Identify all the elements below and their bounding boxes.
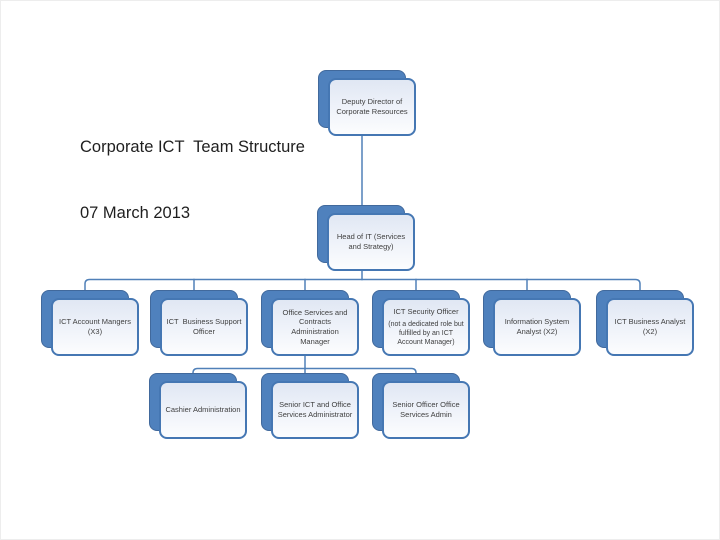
- node-label: Head of IT (Services and Strategy): [336, 232, 408, 251]
- node-label: ICT Business Analyst (X2): [614, 317, 688, 336]
- org-node-head-of-it: Head of IT (Services and Strategy): [317, 205, 415, 271]
- node-label: Information System Analyst (X2): [504, 317, 571, 336]
- node-face: Head of IT (Services and Strategy): [327, 213, 415, 271]
- node-face: Cashier Administration: [159, 381, 247, 439]
- node-face: ICT Account Mangers (X3): [51, 298, 139, 356]
- node-label: Senior ICT and Office Services Administr…: [277, 400, 354, 419]
- node-face: Office Services and Contracts Administra…: [271, 298, 359, 356]
- org-node-senior-officer-office-services-admin: Senior Officer Office Services Admin: [372, 373, 470, 439]
- node-label: ICT Account Mangers (X3): [59, 317, 134, 336]
- org-node-deputy-director: Deputy Director of Corporate Resources: [318, 70, 416, 136]
- node-label: ICT Business Support Officer: [166, 317, 244, 336]
- node-face: Information System Analyst (X2): [493, 298, 581, 356]
- node-label: Senior Officer Office Services Admin: [392, 400, 462, 419]
- org-node-information-system-analyst: Information System Analyst (X2): [483, 290, 581, 356]
- node-note: (not a dedicated role but fulfilled by a…: [388, 320, 466, 346]
- node-face: ICT Security Officer (not a dedicated ro…: [382, 298, 470, 356]
- org-node-ict-business-support-officer: ICT Business Support Officer: [150, 290, 248, 356]
- org-node-ict-account-managers: ICT Account Mangers (X3): [41, 290, 139, 356]
- slide-title-line-1: Corporate ICT Team Structure: [80, 138, 305, 156]
- node-face: ICT Business Support Officer: [160, 298, 248, 356]
- node-label: Office Services and Contracts Administra…: [282, 307, 350, 346]
- slide-title: Corporate ICT Team Structure 07 March 20…: [80, 92, 305, 246]
- node-face: Senior ICT and Office Services Administr…: [271, 381, 359, 439]
- node-label: Cashier Administration: [165, 405, 241, 415]
- node-face: ICT Business Analyst (X2): [606, 298, 694, 356]
- node-face: Senior Officer Office Services Admin: [382, 381, 470, 439]
- slide-title-line-2: 07 March 2013: [80, 204, 191, 222]
- node-label: Deputy Director of Corporate Resources: [336, 97, 408, 116]
- org-node-ict-security-officer: ICT Security Officer (not a dedicated ro…: [372, 290, 470, 356]
- node-label: ICT Security Officer: [393, 306, 459, 316]
- org-node-senior-ict-office-services-administrator: Senior ICT and Office Services Administr…: [261, 373, 359, 439]
- org-node-office-services-contracts-admin-manager: Office Services and Contracts Administra…: [261, 290, 359, 356]
- node-face: Deputy Director of Corporate Resources: [328, 78, 416, 136]
- connector-main-bus: [84, 278, 641, 293]
- org-node-cashier-administration: Cashier Administration: [149, 373, 247, 439]
- org-node-ict-business-analyst: ICT Business Analyst (X2): [596, 290, 694, 356]
